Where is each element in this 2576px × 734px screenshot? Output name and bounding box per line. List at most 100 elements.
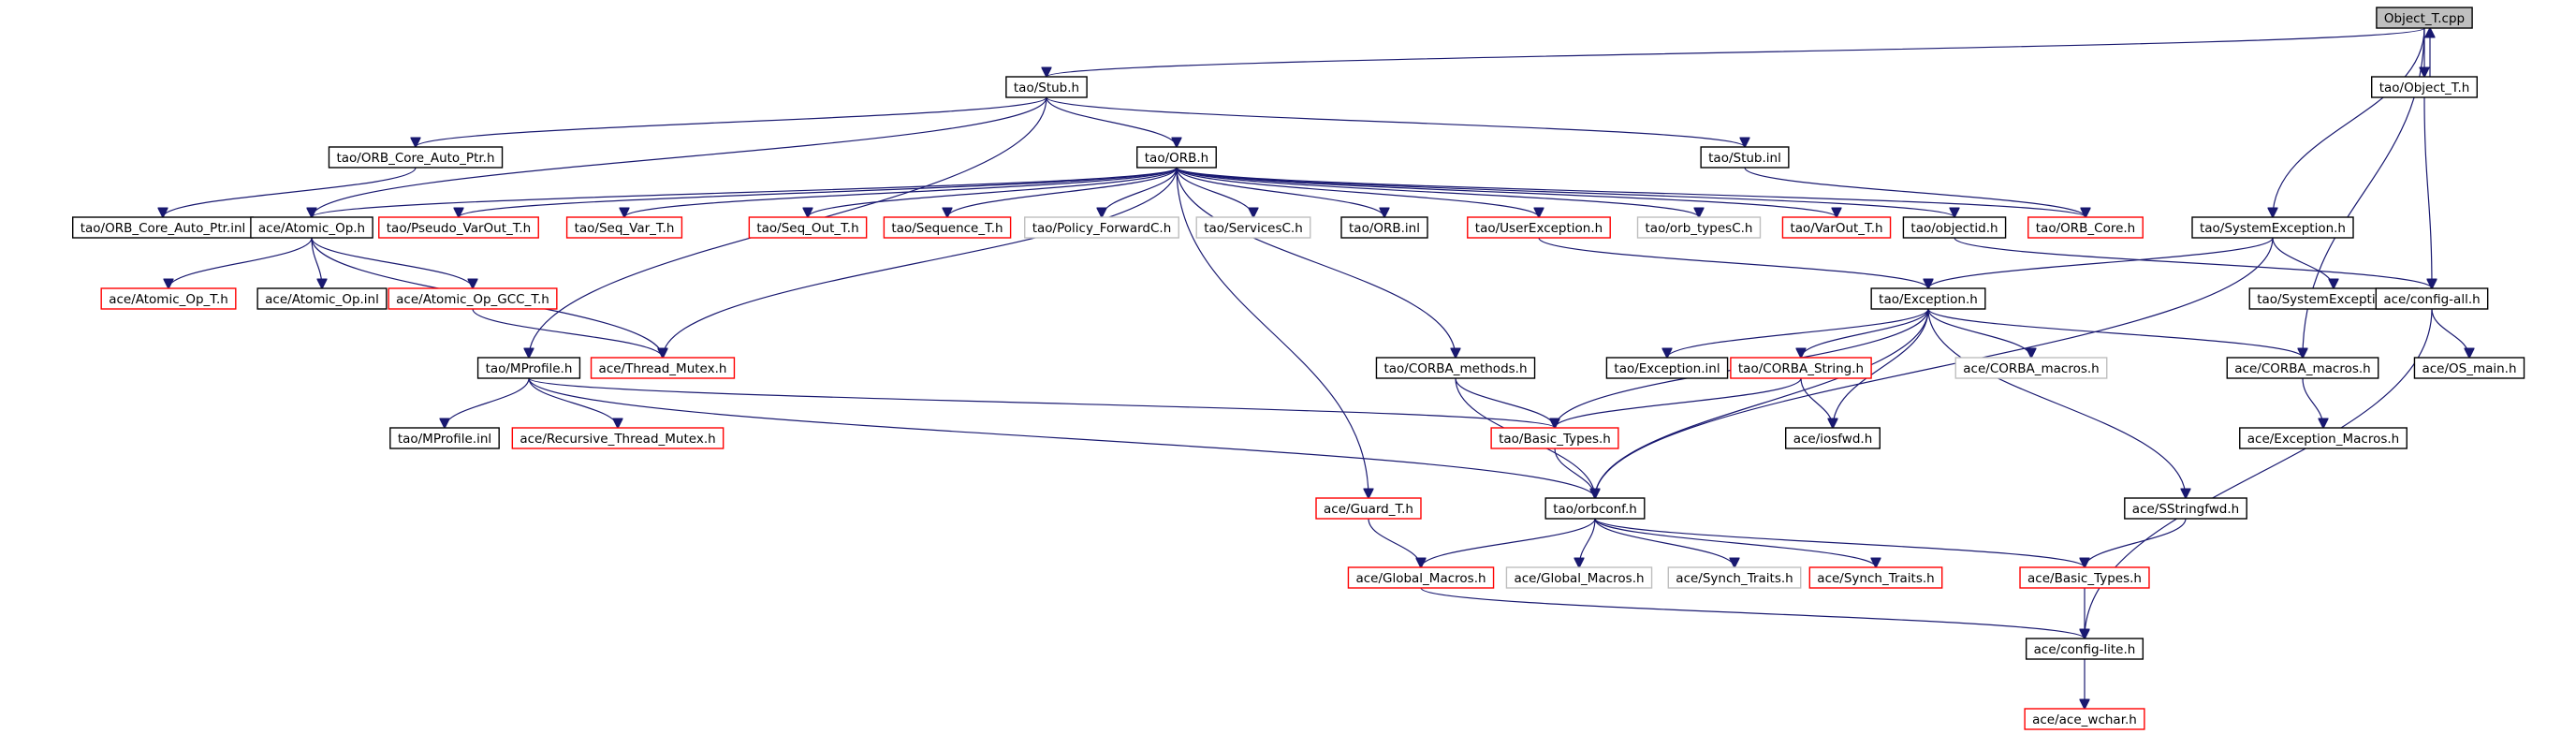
- edge-tao-orb-h-to-tao-servicesc-h: [1176, 167, 1253, 217]
- node-box: [2025, 638, 2144, 660]
- edge-tao-stub-h-to-tao-orb-core-auto-ptr-h: [416, 96, 1047, 147]
- node-tao-stub-h[interactable]: tao/Stub.h: [1005, 76, 1088, 98]
- node-tao-object-t-h[interactable]: tao/Object_T.h: [2371, 76, 2478, 98]
- node-ace-os-main-h[interactable]: ace/OS_main.h: [2413, 357, 2525, 379]
- node-box: [1808, 566, 1943, 589]
- node-tao-objectid-h[interactable]: tao/objectid.h: [1902, 216, 2007, 239]
- node-ace-sstringfwd-h[interactable]: ace/SStringfwd.h: [2124, 497, 2247, 520]
- node-ace-atomic-op-inl[interactable]: ace/Atomic_Op.inl: [256, 287, 388, 310]
- node-box: [1954, 357, 2108, 379]
- node-ace-global-macros-h-red[interactable]: ace/Global_Macros.h: [1347, 566, 1495, 589]
- edge-tao-orb-h-to-ace-atomic-op-h: [312, 167, 1178, 217]
- node-ace-exception-macros-h[interactable]: ace/Exception_Macros.h: [2239, 427, 2408, 449]
- node-ace-guard-t-h[interactable]: ace/Guard_T.h: [1315, 497, 1422, 520]
- node-box: [1375, 357, 1536, 379]
- node-label: tao/Basic_Types.h: [1499, 432, 1611, 447]
- node-tao-mprofile-h[interactable]: tao/MProfile.h: [476, 357, 581, 379]
- edge-tao-mprofile-h-to-tao-mprofile-inl: [445, 377, 530, 428]
- edge-tao-mprofile-h-to-tao-basic-types-h: [528, 377, 1555, 428]
- node-tao-orb-typesc-h[interactable]: tao/orb_typesC.h: [1636, 216, 1762, 239]
- edge-ace-atomic-op-h-to-ace-atomic-op-t-h: [168, 237, 313, 288]
- node-tao-basic-types-h[interactable]: tao/Basic_Types.h: [1490, 427, 1619, 449]
- node-tao-varout-t-h[interactable]: tao/VarOut_T.h: [1781, 216, 1892, 239]
- node-layer: Object_T.cpp tao/Stub.h tao/Object_T.h tao/…: [72, 7, 2525, 730]
- edge-tao-orb-h-to-tao-orb-inl: [1176, 167, 1384, 217]
- node-label: tao/ORB_Core_Auto_Ptr.inl: [80, 221, 246, 236]
- node-tao-stub-inl[interactable]: tao/Stub.inl: [1700, 146, 1790, 169]
- node-tao-orbconf-h[interactable]: tao/orbconf.h: [1544, 497, 1646, 520]
- edge-tao-exception-h-to-tao-exception-inl: [1667, 308, 1929, 358]
- node-label: tao/Pseudo_VarOut_T.h: [387, 221, 531, 236]
- edge-tao-orb-h-to-tao-userexception-h: [1176, 167, 1539, 217]
- node-label: tao/orb_typesC.h: [1646, 221, 1753, 236]
- node-label: tao/ORB_Core.h: [2036, 221, 2135, 236]
- node-box: [1700, 146, 1790, 169]
- node-label: ace/Atomic_Op.inl: [265, 292, 379, 307]
- node-tao-mprofile-inl[interactable]: tao/MProfile.inl: [389, 427, 500, 449]
- edge-tao-corba-string-h-to-tao-basic-types-h: [1555, 377, 1802, 428]
- node-ace-thread-mutex-h[interactable]: ace/Thread_Mutex.h: [590, 357, 736, 379]
- node-label: tao/ORB_Core_Auto_Ptr.h: [336, 151, 494, 166]
- node-tao-seq-var-t-h[interactable]: tao/Seq_Var_T.h: [565, 216, 683, 239]
- node-ace-ace-wchar-h[interactable]: ace/ace_wchar.h: [2024, 708, 2145, 730]
- node-ace-atomic-op-t-h[interactable]: ace/Atomic_Op_T.h: [100, 287, 237, 310]
- node-tao-pseudo-varout-t-h[interactable]: tao/Pseudo_VarOut_T.h: [378, 216, 539, 239]
- node-tao-corba-string-h[interactable]: tao/CORBA_String.h: [1730, 357, 1872, 379]
- edge-layer: [163, 28, 2469, 709]
- node-box: [1136, 146, 1217, 169]
- node-ace-corba-macros-h-gray[interactable]: ace/CORBA_macros.h: [1954, 357, 2108, 379]
- node-tao-servicesc-h[interactable]: tao/ServicesC.h: [1195, 216, 1311, 239]
- node-ace-basic-types-h[interactable]: ace/Basic_Types.h: [2019, 566, 2150, 589]
- edge-tao-mprofile-h-to-ace-recursive-thread-mutex-h: [528, 377, 618, 428]
- node-box: [1024, 216, 1179, 239]
- node-ace-recursive-thread-mutex-h[interactable]: ace/Recursive_Thread_Mutex.h: [511, 427, 724, 449]
- node-ace-atomic-op-h[interactable]: ace/Atomic_Op.h: [250, 216, 373, 239]
- node-ace-config-all-h[interactable]: ace/config-all.h: [2375, 287, 2489, 310]
- node-box: [1785, 427, 1881, 449]
- node-tao-corba-methods-h[interactable]: tao/CORBA_methods.h: [1375, 357, 1536, 379]
- node-ace-synch-traits-h-red[interactable]: ace/Synch_Traits.h: [1808, 566, 1943, 589]
- node-label: tao/orbconf.h: [1553, 502, 1637, 517]
- edge-object-t-cpp-to-tao-systemexception-h: [2273, 27, 2425, 217]
- edge-tao-orbconf-h-to-ace-synch-traits-h-red: [1594, 518, 1876, 567]
- edge-tao-systemexception-h-to-tao-systemexception-inl: [2272, 237, 2334, 288]
- edge-tao-exception-h-to-ace-iosfwd-h: [1833, 308, 1929, 428]
- node-label: ace/config-all.h: [2383, 292, 2480, 307]
- node-object-t-cpp[interactable]: Object_T.cpp: [2376, 7, 2473, 29]
- node-tao-orb-core-auto-ptr-inl[interactable]: tao/ORB_Core_Auto_Ptr.inl: [72, 216, 254, 239]
- node-label: ace/CORBA_macros.h: [1963, 361, 2099, 376]
- node-tao-exception-inl[interactable]: tao/Exception.inl: [1605, 357, 1729, 379]
- node-box: [2191, 216, 2354, 239]
- node-tao-exception-h[interactable]: tao/Exception.h: [1870, 287, 1986, 310]
- node-tao-systemexception-h[interactable]: tao/SystemException.h: [2191, 216, 2354, 239]
- node-ace-iosfwd-h[interactable]: ace/iosfwd.h: [1785, 427, 1881, 449]
- node-ace-config-lite-h[interactable]: ace/config-lite.h: [2025, 638, 2144, 660]
- edge-tao-orb-h-to-ace-thread-mutex-h: [663, 167, 1178, 358]
- node-tao-orb-inl[interactable]: tao/ORB.inl: [1340, 216, 1428, 239]
- node-ace-corba-macros-h[interactable]: ace/CORBA_macros.h: [2226, 357, 2379, 379]
- node-label: tao/objectid.h: [1910, 221, 1998, 236]
- node-ace-atomic-op-gcc-t-h[interactable]: ace/Atomic_Op_GCC_T.h: [388, 287, 558, 310]
- node-label: tao/Policy_ForwardC.h: [1032, 221, 1172, 236]
- node-tao-policy-forwardc-h[interactable]: tao/Policy_ForwardC.h: [1024, 216, 1179, 239]
- node-tao-orb-core-h[interactable]: tao/ORB_Core.h: [2027, 216, 2144, 239]
- node-box: [1870, 287, 1986, 310]
- node-label: tao/ORB.inl: [1349, 221, 1420, 236]
- node-box: [100, 287, 237, 310]
- node-tao-sequence-t-h[interactable]: tao/Sequence_T.h: [883, 216, 1012, 239]
- node-ace-global-macros-h-gray[interactable]: ace/Global_Macros.h: [1505, 566, 1653, 589]
- edge-object-t-cpp-to-tao-stub-h: [1046, 27, 2425, 77]
- node-tao-seq-out-t-h[interactable]: tao/Seq_Out_T.h: [748, 216, 868, 239]
- node-box: [2371, 76, 2478, 98]
- node-label: tao/Sequence_T.h: [891, 221, 1003, 236]
- node-tao-userexception-h[interactable]: tao/UserException.h: [1467, 216, 1611, 239]
- node-label: tao/CORBA_methods.h: [1383, 361, 1527, 376]
- edge-tao-systemexception-h-to-tao-orbconf-h: [1595, 237, 2274, 498]
- node-box: [1730, 357, 1872, 379]
- edge-ace-sstringfwd-h-to-ace-basic-types-h: [2085, 518, 2187, 567]
- node-tao-orb-h[interactable]: tao/ORB.h: [1136, 146, 1217, 169]
- node-ace-synch-traits-h-gray[interactable]: ace/Synch_Traits.h: [1667, 566, 1802, 589]
- node-label: ace/Global_Macros.h: [1514, 571, 1644, 586]
- node-label: tao/Seq_Var_T.h: [575, 221, 675, 236]
- node-tao-orb-core-auto-ptr-h[interactable]: tao/ORB_Core_Auto_Ptr.h: [328, 146, 504, 169]
